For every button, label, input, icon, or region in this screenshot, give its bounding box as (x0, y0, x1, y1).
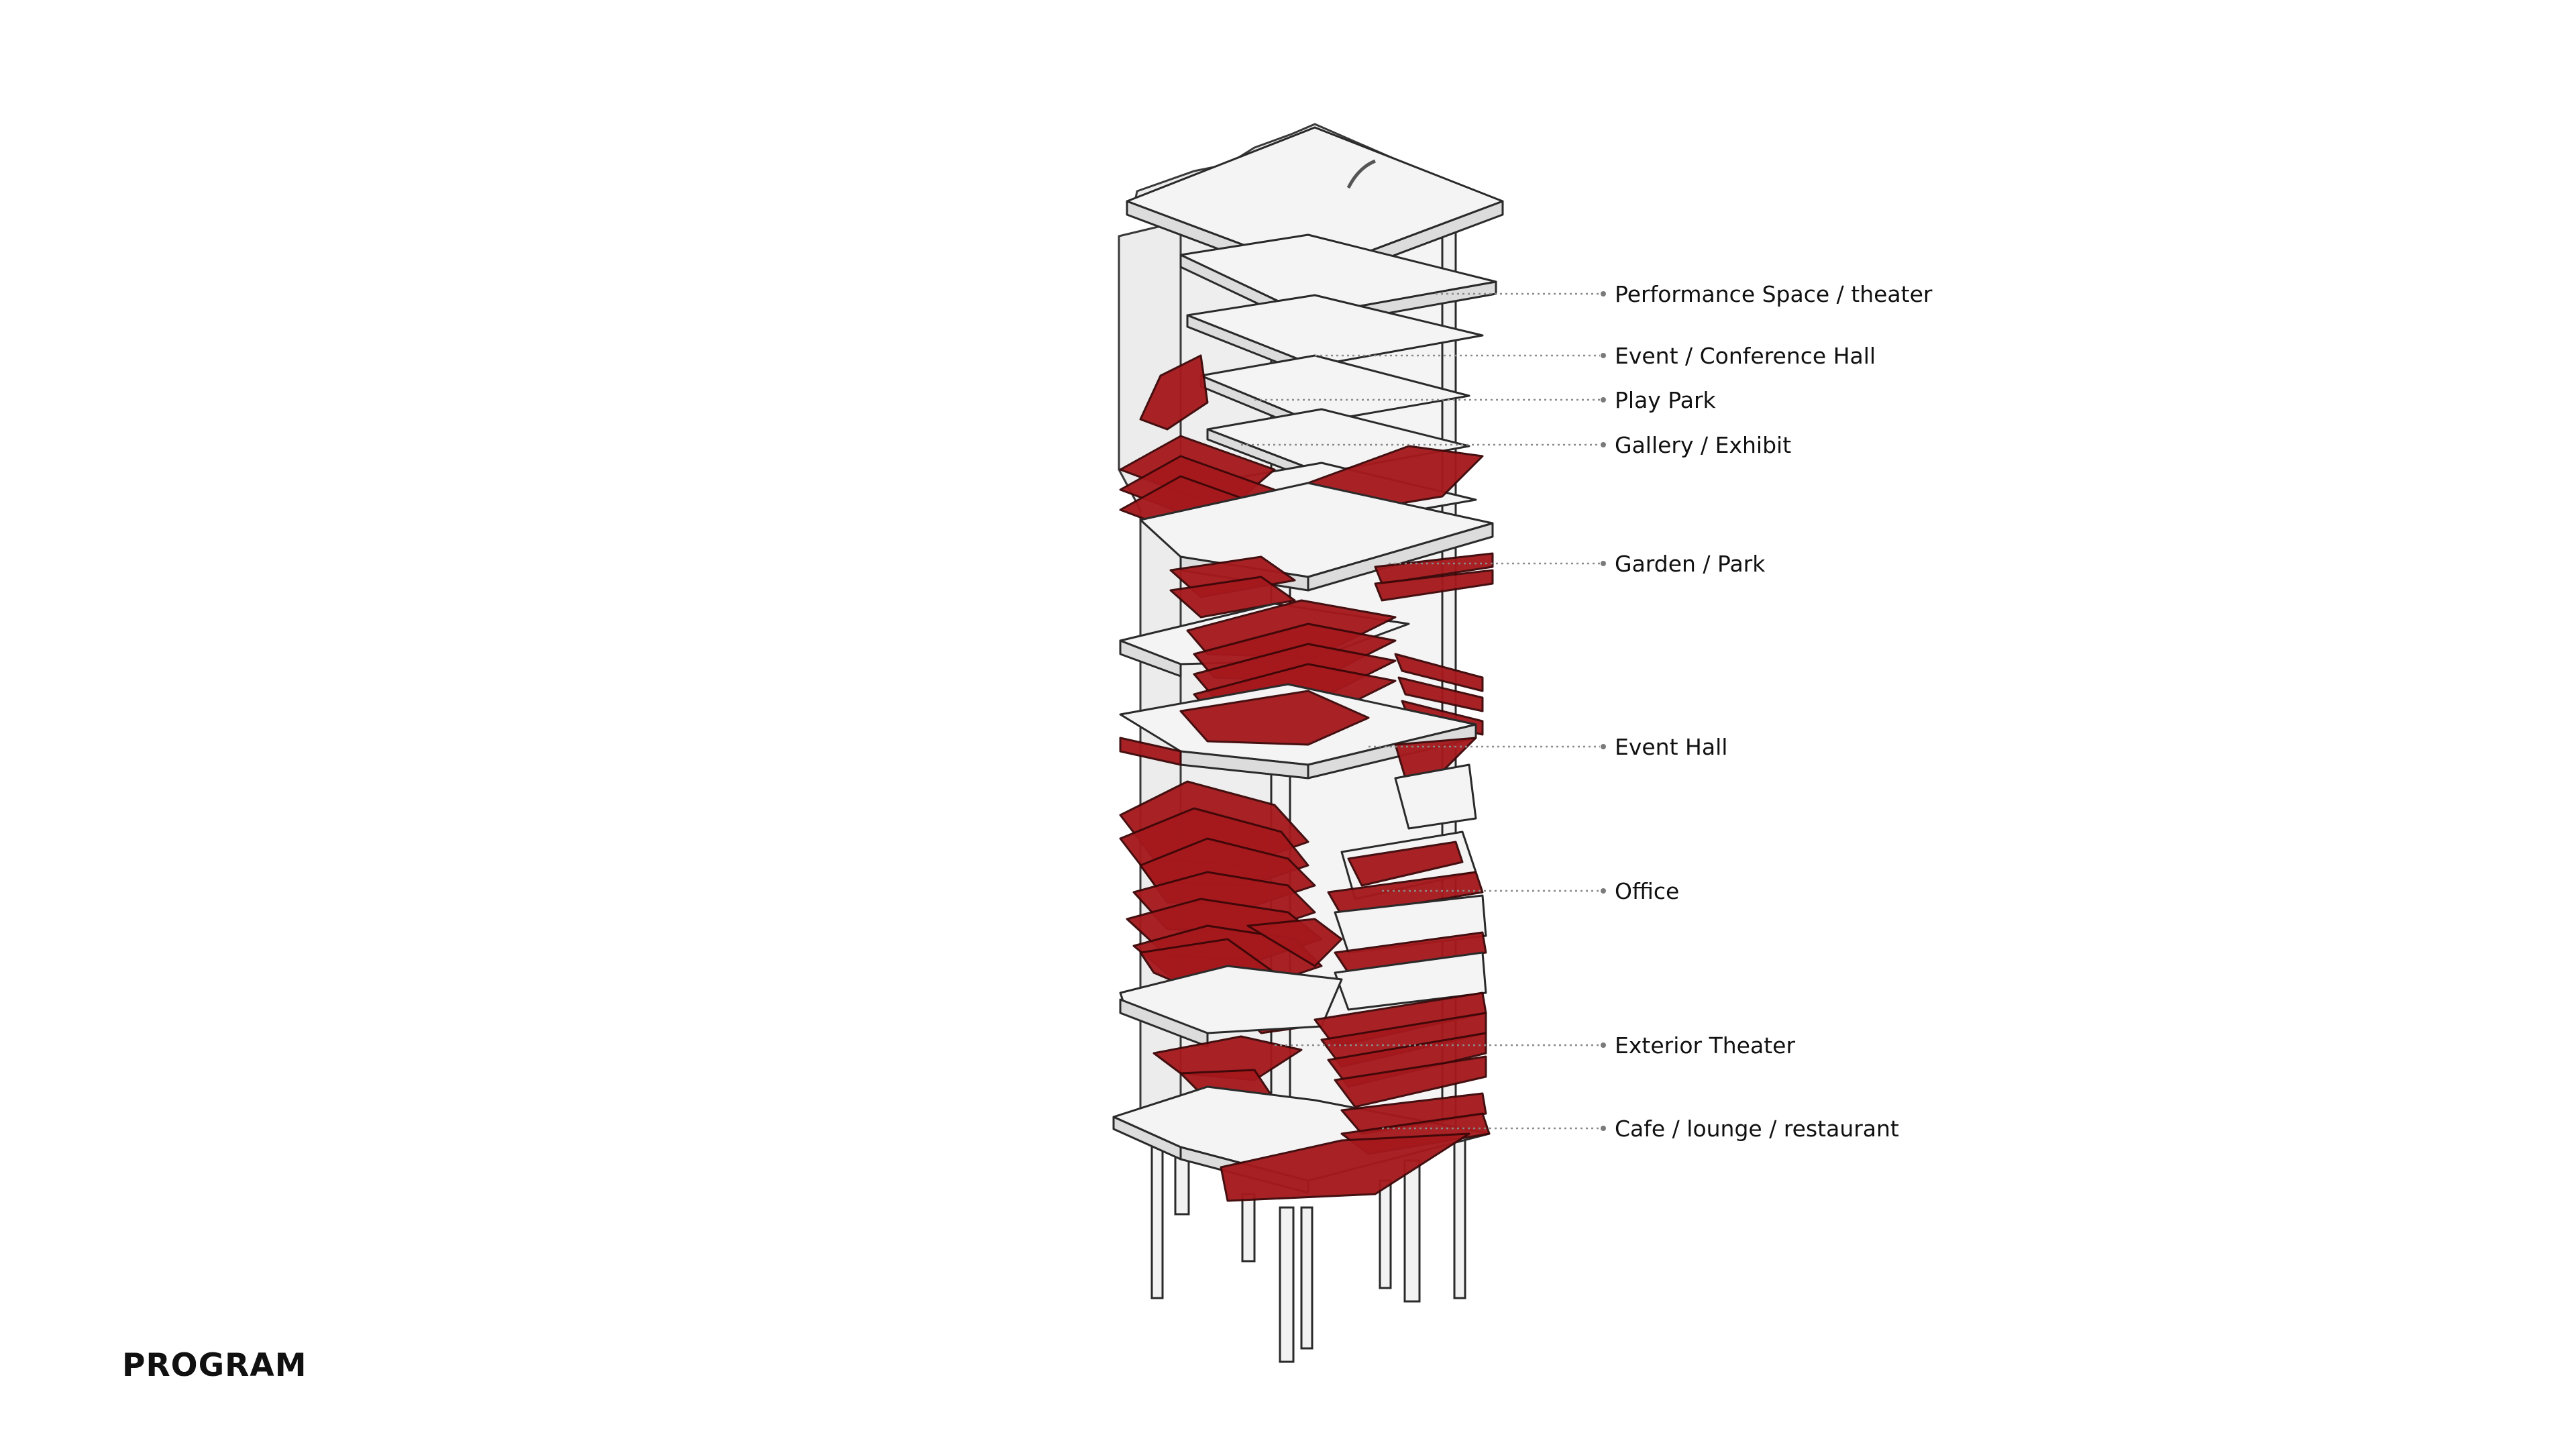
diagram-title: PROGRAM (122, 1347, 307, 1384)
label-play-park: Play Park (1615, 387, 1717, 413)
callout-leaders (1241, 291, 1606, 1131)
label-gallery-exhibit: Gallery / Exhibit (1615, 432, 1791, 458)
label-garden-park: Garden / Park (1615, 551, 1766, 577)
base-columns (1150, 1132, 1466, 1363)
label-event-conference-hall: Event / Conference Hall (1615, 343, 1876, 369)
callout-labels: Performance Space / theater Event / Conf… (1615, 281, 1933, 1142)
tower-axonometric (1112, 123, 1504, 1363)
label-cafe-lounge-restaurant: Cafe / lounge / restaurant (1615, 1116, 1899, 1142)
label-office: Office (1615, 878, 1679, 904)
label-performance-space: Performance Space / theater (1615, 281, 1933, 307)
label-event-hall: Event Hall (1615, 734, 1727, 760)
lower-floors (1112, 965, 1491, 1202)
office-floors (1119, 780, 1487, 1034)
label-exterior-theater: Exterior Theater (1615, 1032, 1795, 1059)
middle-floors (1119, 482, 1494, 830)
